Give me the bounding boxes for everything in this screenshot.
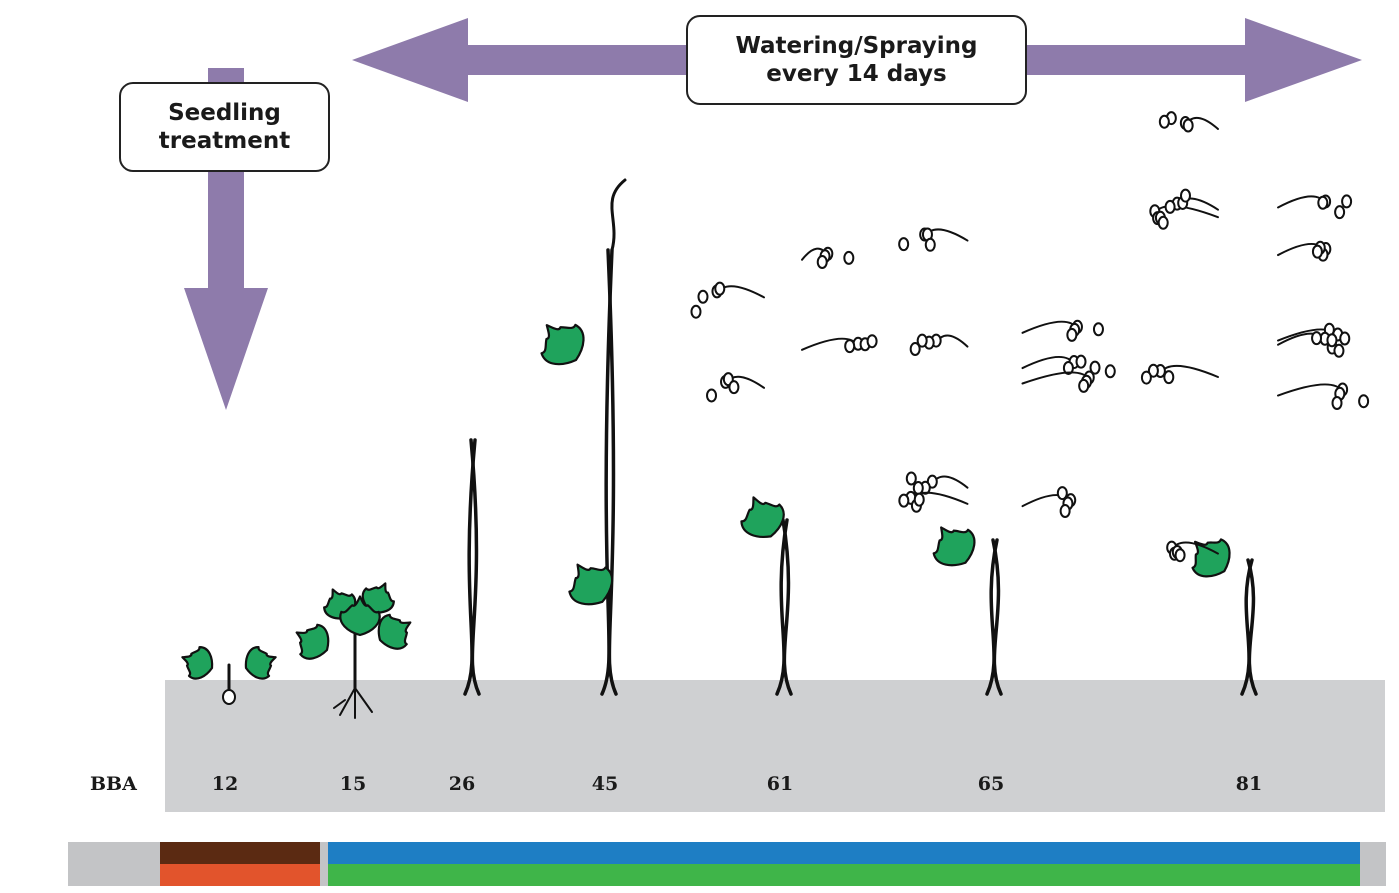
leaf-icon: [377, 613, 412, 650]
timeline-bar-red: [160, 864, 320, 886]
stem-line: [469, 438, 481, 696]
seedling-treatment-line-1: Seedling: [168, 100, 281, 126]
seedling-treatment-line-2: treatment: [158, 128, 291, 154]
leaf-icon: [740, 496, 785, 538]
flower-bud-icon: [714, 281, 726, 296]
flower-bud-icon: [1147, 363, 1159, 378]
leaf-icon: [932, 526, 976, 567]
stem-line: [985, 538, 999, 696]
plant-stage-large-vine: [690, 246, 878, 696]
flower-bud-icon: [1164, 199, 1176, 214]
leaf-icon: [1191, 538, 1231, 578]
flower-bud-icon: [1174, 548, 1186, 563]
flower-bud-icon: [1331, 395, 1343, 410]
flower-bud-icon: [1075, 354, 1087, 369]
flower-bud-icon: [1066, 327, 1078, 342]
flower-bud-icon: [1182, 118, 1194, 133]
flower-bud-icon: [697, 289, 709, 304]
flower-bud-icon: [909, 342, 921, 357]
leaf-icon: [540, 323, 585, 366]
stage-code: 65: [977, 773, 1005, 795]
flower-bud-icon: [1089, 360, 1101, 375]
flower-bud-icon: [916, 333, 928, 348]
seedling-treatment-box: Seedling treatment: [119, 82, 330, 172]
flower-bud-icon: [728, 380, 740, 395]
flower-bud-icon: [1333, 343, 1345, 358]
flower-bud-icon: [1358, 394, 1370, 409]
seed-icon: [222, 689, 236, 705]
plant-stage-young-plant: [295, 582, 412, 719]
flower-bud-icon: [913, 492, 925, 507]
stage-code: 81: [1235, 773, 1263, 795]
flower-bud-icon: [1179, 188, 1191, 203]
stem-line: [610, 178, 627, 252]
flower-bud-icon: [1140, 370, 1152, 385]
plant-stage-small-vine: [463, 438, 481, 696]
flower-bud-icon: [1157, 215, 1169, 230]
flower-bud-icon: [1062, 360, 1074, 375]
timeline-bar-gray-right: [1360, 842, 1386, 886]
leaf-icon: [339, 595, 381, 637]
flower-bud-icon: [1311, 244, 1323, 259]
flower-bud-icon: [1311, 331, 1323, 346]
flower-bud-icon: [1341, 194, 1353, 209]
watering-spraying-line-1: Watering/Spraying: [735, 33, 978, 59]
plant-stage-seedling: [181, 646, 277, 705]
stem-line: [775, 518, 789, 696]
stage-code: 61: [766, 773, 794, 795]
stage-code: 12: [211, 773, 239, 795]
stem-line: [463, 438, 477, 696]
timeline-bar-gray-left: [68, 842, 160, 886]
leaf-icon: [295, 623, 330, 660]
stem-line: [781, 518, 793, 696]
watering-spraying-box: Watering/Spraying every 14 days: [686, 15, 1027, 105]
leaf-icon: [568, 563, 614, 606]
flower-bud-icon: [690, 304, 702, 319]
flower-bud-icon: [1056, 486, 1068, 501]
flower-bud-icon: [898, 237, 910, 252]
down-arrow-icon: [184, 68, 268, 410]
flower-bud-icon: [1317, 195, 1329, 210]
flower-bud-icon: [843, 250, 855, 265]
plant-stage-medium-vine: [540, 178, 627, 696]
stem-line: [991, 538, 1003, 696]
leaf-icon: [244, 646, 277, 680]
flower-bud-icon: [898, 493, 910, 508]
flower-bud-icon: [924, 237, 936, 252]
flower-bud-icon: [1334, 205, 1346, 220]
flower-bud-icon: [1163, 370, 1175, 385]
watering-spraying-line-2: every 14 days: [766, 61, 947, 87]
flower-bud-icon: [1158, 114, 1170, 129]
flower-bud-icon: [844, 339, 856, 354]
stage-code: 26: [448, 773, 476, 795]
flower-bud-icon: [1104, 364, 1116, 379]
flower-bud-icon: [866, 334, 878, 349]
timeline-bar-brown: [160, 842, 320, 864]
flower-bud-icon: [1326, 333, 1338, 348]
stage-code: 15: [339, 773, 367, 795]
timeline-bar-blue: [328, 842, 1360, 864]
flower-bud-icon: [1059, 504, 1071, 519]
stage-code: 45: [591, 773, 619, 795]
flower-bud-icon: [905, 471, 917, 486]
soil-band: [165, 680, 1385, 812]
flower-bud-icon: [1092, 322, 1104, 337]
plant-stage-fruiting-vine: [1140, 111, 1370, 696]
flower-bud-icon: [1078, 378, 1090, 393]
stem-line: [333, 687, 373, 719]
flower-bud-icon: [816, 255, 828, 270]
plant-stage-flowering-vine: [898, 227, 1116, 696]
timeline-bar-green: [328, 864, 1360, 886]
leaf-icon: [361, 582, 395, 614]
flower-bud-icon: [706, 388, 718, 403]
leaf-icon: [181, 646, 214, 680]
flower-bud-icon: [1339, 331, 1351, 346]
stem-line: [1246, 558, 1258, 696]
bba-scale-label: BBA: [90, 773, 137, 795]
stem-line: [606, 248, 618, 696]
stem-line: [1240, 558, 1254, 696]
timeline-bar-divider: [320, 842, 328, 886]
